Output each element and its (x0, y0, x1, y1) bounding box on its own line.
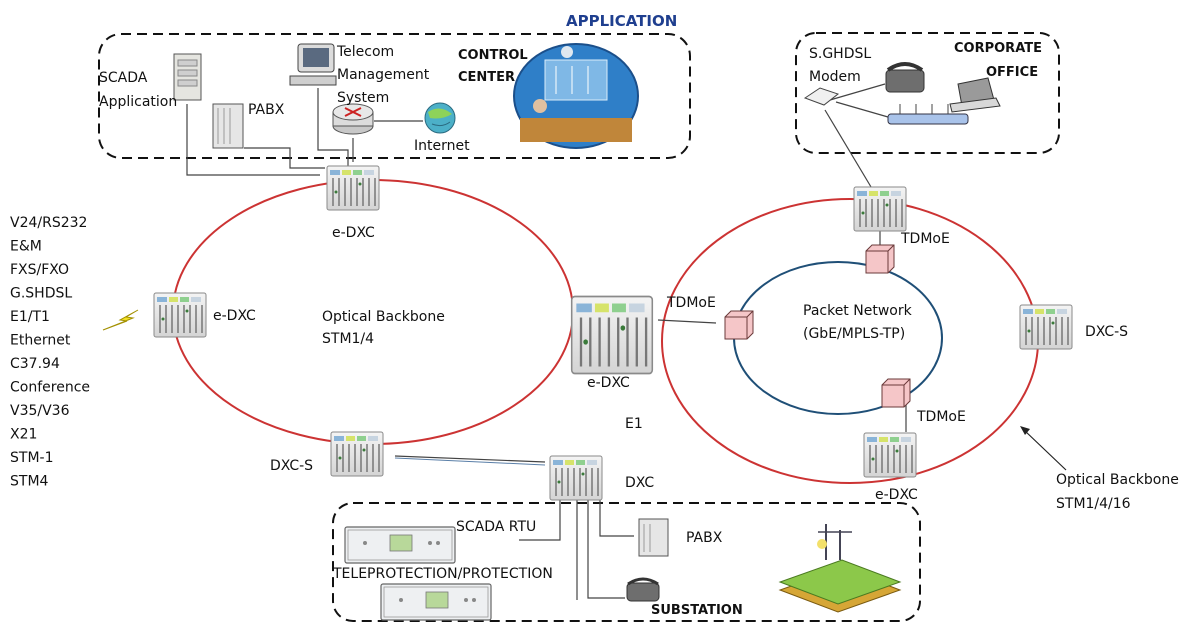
tms-label-1: Telecom (336, 44, 394, 60)
control-center-box (98, 33, 691, 159)
switch-left (724, 310, 754, 340)
lan-hub-icon (887, 104, 969, 125)
edxc-bottom-right-device (863, 432, 917, 478)
pabx-icon (212, 103, 244, 149)
control-center-label: CONTROL (458, 48, 528, 63)
interface-item: V35/V36 (10, 403, 70, 419)
edxc-top-label: e-DXC (332, 225, 375, 241)
dxcs-right-device (1019, 304, 1073, 350)
tms-computer-icon (289, 43, 337, 86)
interface-item: E1/T1 (10, 309, 50, 325)
interface-item: Ethernet (10, 333, 71, 349)
substation-image (778, 524, 902, 613)
left-ring-label-2: STM1/4 (322, 331, 374, 347)
interface-item: FXS/FXO (10, 262, 69, 278)
interface-item: E&M (10, 239, 42, 255)
interface-item: X21 (10, 427, 37, 443)
optical-backbone-arrow (1023, 429, 1067, 471)
substation-pabx-icon (638, 518, 669, 557)
scada-rtu-label: SCADA RTU (456, 519, 536, 535)
edxc-center-device (570, 295, 654, 375)
modem-label-1: S.GHDSL (809, 46, 871, 62)
interface-item: V24/RS232 (10, 215, 87, 231)
packet-network-label-1: Packet Network (803, 303, 913, 319)
interface-item: Conference (10, 380, 90, 396)
tms-label-3: System (337, 90, 389, 106)
e1-label: E1 (625, 416, 643, 432)
control-room-image (513, 43, 639, 149)
teleprotection-label: TELEPROTECTION/PROTECTION (332, 566, 553, 582)
scada-rtu-device (344, 526, 456, 564)
interface-item: STM4 (10, 474, 49, 490)
e1-link (394, 457, 546, 466)
corporate-office-label-2: OFFICE (986, 65, 1038, 80)
scada-application-label: SCADA (99, 70, 148, 86)
tdmoe-top-label: TDMoE (900, 231, 950, 247)
dxcs-bottom-left-label: DXC-S (270, 458, 313, 474)
corporate-office-label: CORPORATE (954, 41, 1042, 56)
connection-lines (186, 83, 907, 600)
interface-item: C37.94 (10, 356, 60, 372)
arrow-head (1020, 426, 1030, 435)
edxc-left-label: e-DXC (213, 308, 256, 324)
internet-icon (424, 102, 456, 134)
substation-pabx-label: PABX (686, 530, 723, 546)
control-center-label-2: CENTER (458, 70, 515, 85)
modem-label-2: Modem (809, 69, 861, 85)
switch-top (865, 244, 895, 274)
teleprotection-device (380, 583, 492, 621)
lightning-icon (102, 309, 139, 331)
application-title: APPLICATION (566, 12, 677, 30)
dxc-bottom-device (549, 455, 603, 501)
right-ring-label-1: Optical Backbone (1056, 472, 1179, 488)
switch-bottom (881, 378, 911, 408)
modem-icon (803, 87, 840, 106)
packet-network-label-2: (GbE/MPLS-TP) (803, 326, 905, 342)
interface-item: STM-1 (10, 450, 53, 466)
edxc-left-device (153, 292, 207, 338)
tdmoe-bottom-label: TDMoE (916, 409, 966, 425)
edxc-bottom-right-label: e-DXC (875, 487, 918, 503)
dxcs-right-label: DXC-S (1085, 324, 1128, 340)
pabx-label: PABX (248, 102, 285, 118)
corporate-office-box (795, 32, 1060, 154)
tdmoe-left-label: TDMoE (666, 295, 716, 311)
dxcs-bottom-left-device (330, 431, 384, 477)
edxc-center-label: e-DXC (587, 375, 630, 391)
internet-label: Internet (414, 138, 470, 154)
edxc-right-top-device (853, 186, 907, 232)
scada-application-label-2: Application (99, 94, 177, 110)
substation-box (332, 502, 921, 622)
dxc-bottom-label: DXC (625, 475, 654, 491)
edxc-top-device (326, 165, 380, 211)
phone-icon (885, 62, 925, 93)
laptop-icon (949, 77, 1001, 113)
substation-phone-icon (626, 577, 660, 602)
router-icon (332, 103, 374, 135)
interface-item: G.SHDSL (10, 286, 72, 302)
tms-label-2: Management (337, 67, 430, 83)
scada-server-icon (173, 53, 202, 101)
left-ring-label-1: Optical Backbone (322, 309, 445, 325)
substation-label: SUBSTATION (651, 603, 743, 618)
right-ring-label-2: STM1/4/16 (1056, 496, 1131, 512)
